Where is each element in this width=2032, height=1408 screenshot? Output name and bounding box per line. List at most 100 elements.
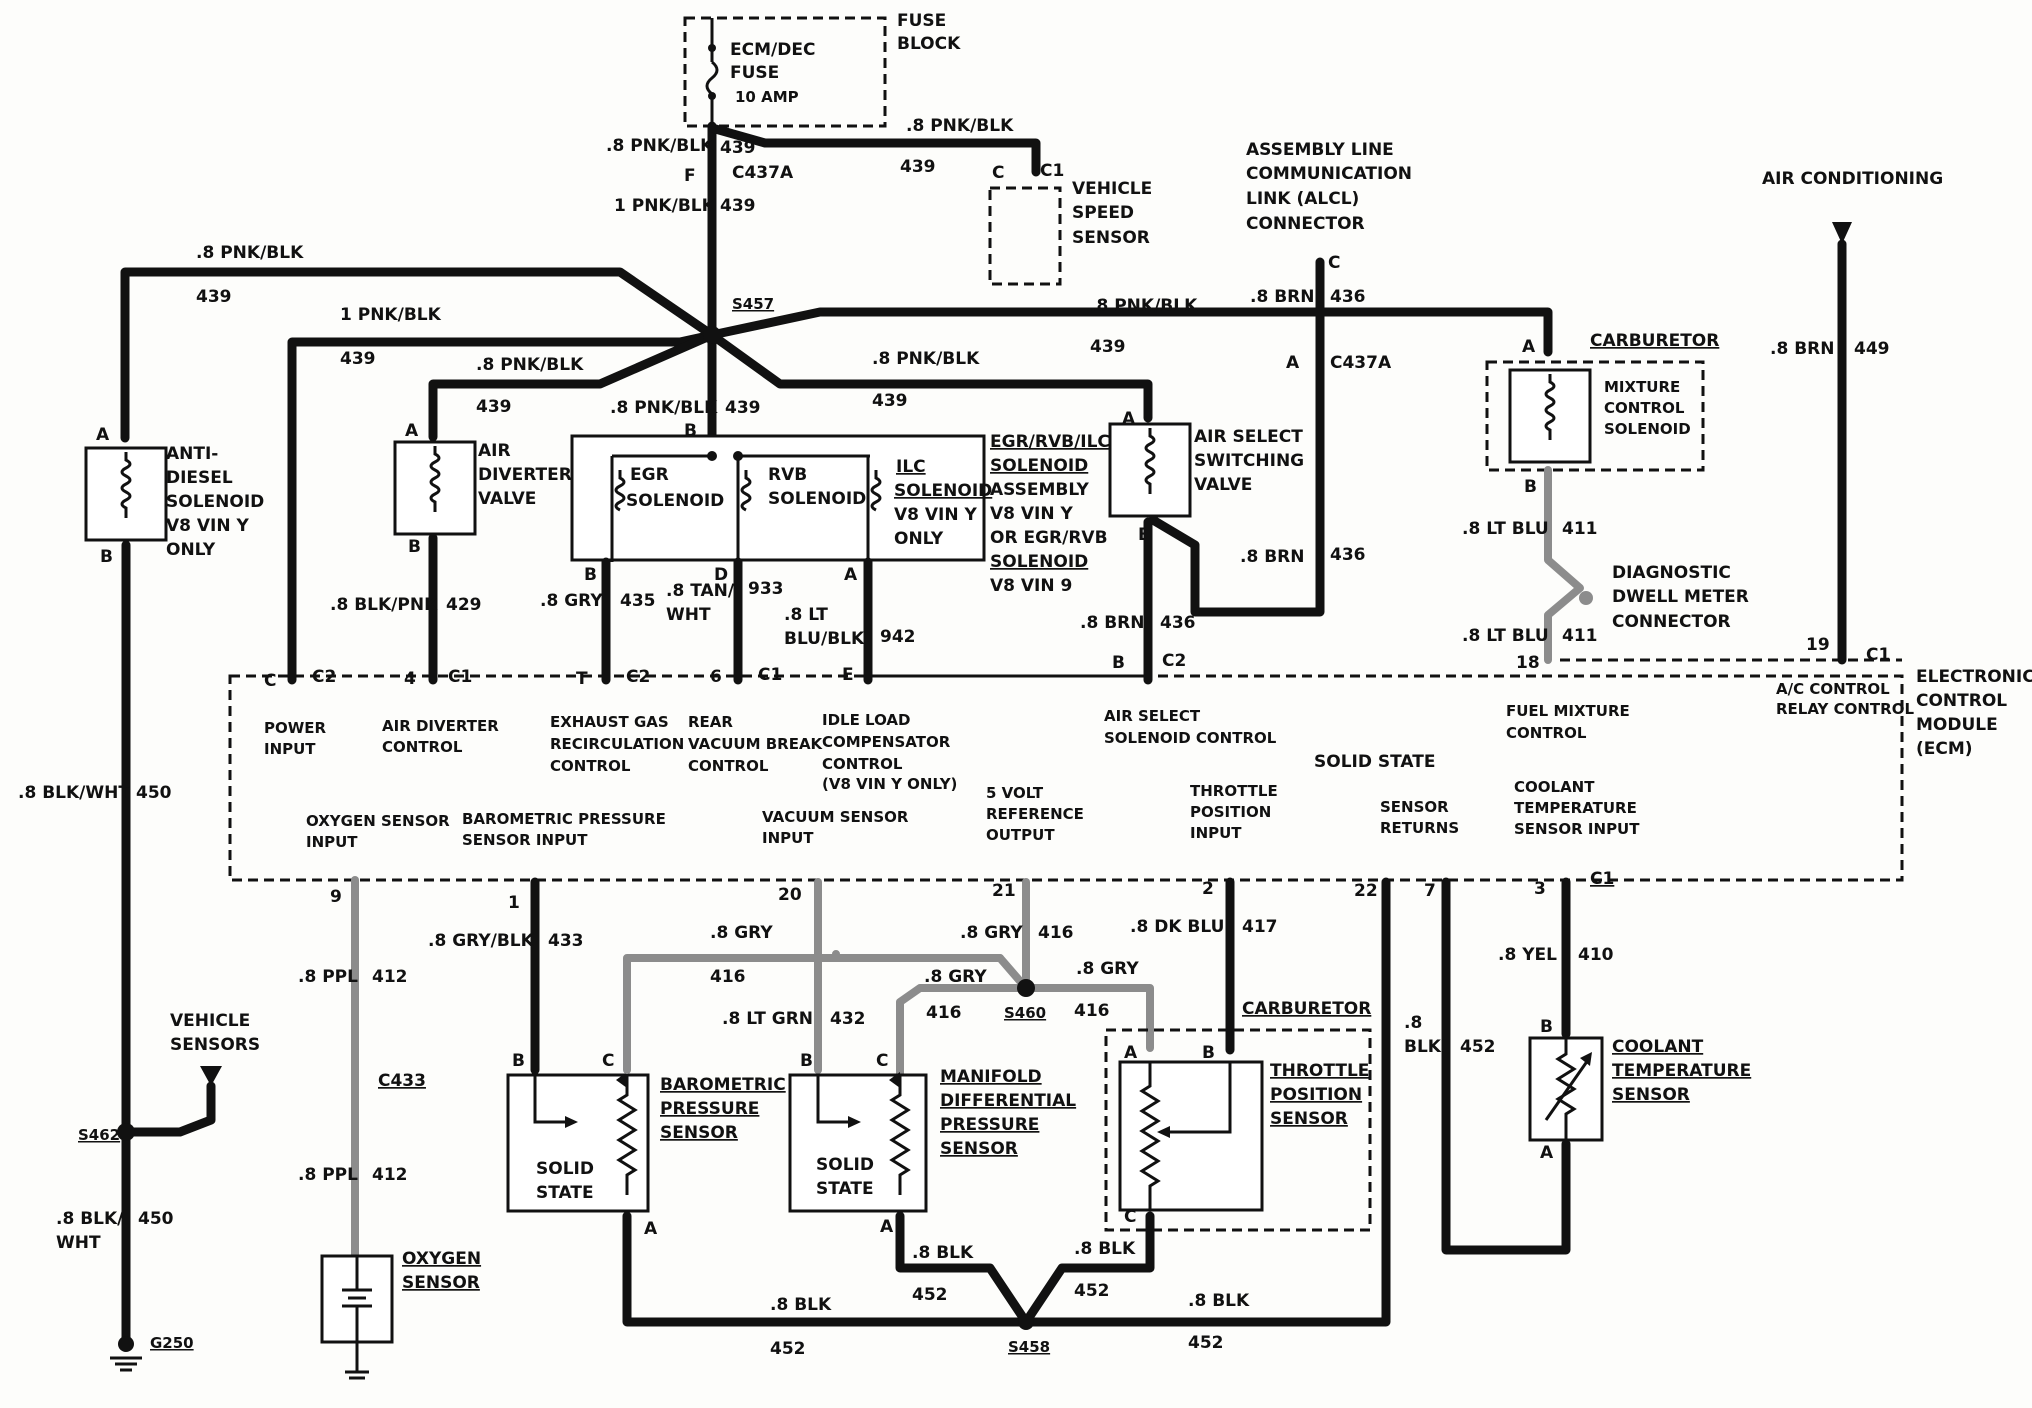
air-conditioning-arrow (1832, 222, 1852, 244)
ecm-power-2: INPUT (264, 740, 316, 758)
mdp-pin-b: B (800, 1051, 813, 1071)
oxygen-sensor-symbol (342, 1256, 372, 1380)
ecm-title-2: CONTROL (1916, 691, 2007, 711)
fuse-rating: 10 AMP (735, 88, 799, 106)
vss-box (988, 186, 1062, 286)
wire-411 (1544, 466, 1584, 664)
tps-box (1118, 1060, 1264, 1212)
carb-top-outline (1485, 360, 1705, 472)
ecm-baro-2: SENSOR INPUT (462, 831, 588, 849)
ilc-label-2: SOLENOID (894, 481, 992, 501)
wire-num-412b: 412 (372, 1165, 408, 1185)
ecm-pin-c: C (264, 671, 276, 691)
vehicle-sensors-arrow (200, 1066, 222, 1086)
wire-label-tan-1: .8 TAN/ (666, 581, 735, 601)
ecm-c2-b: C2 (626, 667, 650, 687)
alcl-pin-a: A (1286, 353, 1300, 373)
coolant-label-3: SENSOR (1612, 1085, 1690, 1105)
mdp-sensor-box (788, 1073, 928, 1213)
wire-num-416c: 416 (926, 1003, 962, 1023)
wire-label-gry-416c: .8 GRY (924, 967, 987, 987)
wire-label-blk-b: .8 BLK (1074, 1239, 1136, 1259)
anti-diesel-pin-a: A (96, 425, 110, 445)
wire-num-439-c: 439 (340, 349, 376, 369)
ecm-title-4: (ECM) (1916, 739, 1973, 759)
ecm-o2-2: INPUT (306, 833, 358, 851)
ecm-cts-3: SENSOR INPUT (1514, 820, 1640, 838)
ecm-pin-3: 3 (1534, 879, 1546, 899)
fuse-name-1: ECM/DEC (730, 40, 815, 60)
wire-label-pnk-blk-left: .8 PNK/BLK (196, 243, 304, 263)
wire-num-439-b: 439 (720, 196, 756, 216)
anti-diesel-label-2: DIESEL (166, 468, 233, 488)
egr-pin-b: B (584, 565, 597, 585)
wire-num-942: 942 (880, 627, 916, 647)
dwell-label-1: DIAGNOSTIC (1612, 563, 1731, 583)
wire-num-452b: 452 (1074, 1281, 1110, 1301)
ecm-pin-2: 2 (1202, 879, 1214, 899)
ecm-cts-1: COOLANT (1514, 778, 1595, 796)
ecm-c1-b: C1 (758, 665, 782, 685)
air-diverter-pin-b: B (408, 537, 421, 557)
mixture-solenoid-box (1508, 368, 1592, 464)
ilc-label-4: ONLY (894, 529, 944, 549)
power-wires-439 (120, 121, 1553, 685)
mixture-label-3: SOLENOID (1604, 420, 1691, 438)
assembly-pin-b: B (684, 421, 697, 441)
wire-num-450a: 450 (136, 783, 172, 803)
ecm-airdiv-2: CONTROL (382, 738, 463, 756)
vss-label-2: SPEED (1072, 203, 1134, 223)
wire-label-ltblublk-2: BLU/BLK (784, 629, 865, 649)
wire-label-blk-wht: .8 BLK/WHT (18, 783, 130, 803)
wire-label-pnk-blk-carb: .8 PNK/BLK (1090, 296, 1198, 316)
wire-num-436b: 436 (1330, 545, 1366, 565)
mdp-label-1: MANIFOLD (940, 1067, 1042, 1087)
ecm-egr-3: CONTROL (550, 757, 631, 775)
baro-label-1: BAROMETRIC (660, 1075, 786, 1095)
connector-c1-ac: C1 (1866, 645, 1890, 665)
ecm-c2-a: C2 (312, 667, 336, 687)
mdp-solid-2: STATE (816, 1179, 874, 1199)
wire-num-439-airdiv: 439 (476, 397, 512, 417)
wire-num-452e: 452 (1460, 1037, 1496, 1057)
ecm-tps-1: THROTTLE (1190, 782, 1278, 800)
wire-label-pnk-blk-ass: .8 PNK/BLK (872, 349, 980, 369)
rvb-label-1: RVB (768, 465, 807, 485)
carb-bottom-label: CARBURETOR (1242, 999, 1371, 1019)
ecm-ac-1: A/C CONTROL (1776, 680, 1890, 698)
wire-label-pnk-blk-top: .8 PNK/BLK (606, 136, 714, 156)
wire-416-network (623, 878, 1154, 1079)
wire-label-lt-blu-a: .8 LT BLU (1462, 519, 1549, 539)
mdp-label-4: SENSOR (940, 1139, 1018, 1159)
splice-s458 (1018, 1314, 1034, 1330)
fuse-block-outline (683, 16, 887, 128)
coolant-label-1: COOLANT (1612, 1037, 1704, 1057)
carb-top-label: CARBURETOR (1590, 331, 1719, 351)
wire-label-blk-pnk: .8 BLK/PNK (330, 595, 438, 615)
air-select-label-3: VALVE (1194, 475, 1252, 495)
ecm-tps-2: POSITION (1190, 803, 1271, 821)
rvb-label-2: SOLENOID (768, 489, 866, 509)
ecm-returns-2: RETURNS (1380, 819, 1459, 837)
coolant-label-2: TEMPERATURE (1612, 1061, 1751, 1081)
air-conditioning-label: AIR CONDITIONING (1762, 169, 1943, 189)
ecm-ilc-3: CONTROL (822, 755, 903, 773)
ecm-pin-t: T (576, 669, 588, 689)
wire-label-gry-blk: .8 GRY/BLK (428, 931, 535, 951)
wire-label-brn-436b: .8 BRN (1240, 547, 1304, 567)
tps-label-1: THROTTLE (1270, 1061, 1369, 1081)
wire-num-416d: 416 (1074, 1001, 1110, 1021)
wire-label-gry-416a: .8 GRY (960, 923, 1023, 943)
air-diverter-pin-a: A (405, 421, 419, 441)
baro-label-2: PRESSURE (660, 1099, 759, 1119)
wire-num-439-carb: 439 (1090, 337, 1126, 357)
wire-label-1-pnk-blk-a: 1 PNK/BLK (614, 196, 716, 216)
wire-label-blk-d: .8 BLK (1188, 1291, 1250, 1311)
vehicle-sensors-2: SENSORS (170, 1035, 260, 1055)
fuse-block-label-1: FUSE (897, 11, 946, 31)
assembly-label-5: OR EGR/RVB (990, 528, 1108, 548)
dwell-connector-dot (1579, 591, 1593, 605)
wire-label-blk-e1: .8 (1404, 1013, 1422, 1033)
ecm-pin-e: E (842, 665, 854, 685)
